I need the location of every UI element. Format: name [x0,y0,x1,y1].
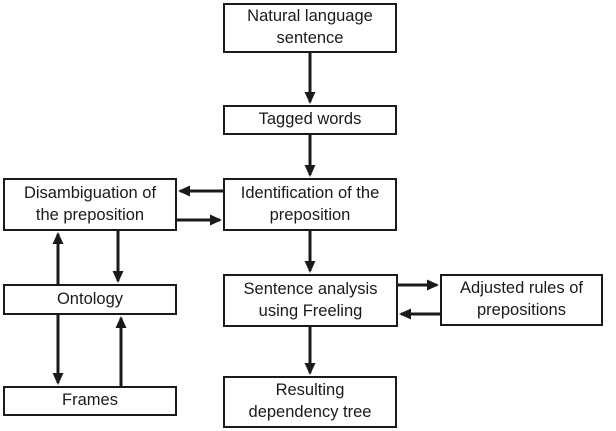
node-ontology: Ontology [3,284,177,315]
node-identification-of-the-preposition: Identification of the preposition [223,178,397,231]
node-adjusted-rules-of-prepositions: Adjusted rules of prepositions [440,274,603,326]
node-natural-language-sentence: Natural language sentence [223,3,397,53]
node-tagged-words: Tagged words [223,105,397,135]
node-sentence-analysis-using-freeling: Sentence analysis using Freeling [223,274,398,327]
node-disambiguation-of-the-preposition: Disambiguation of the preposition [3,178,177,231]
node-resulting-dependency-tree: Resulting dependency tree [223,376,397,428]
node-frames: Frames [3,386,177,416]
